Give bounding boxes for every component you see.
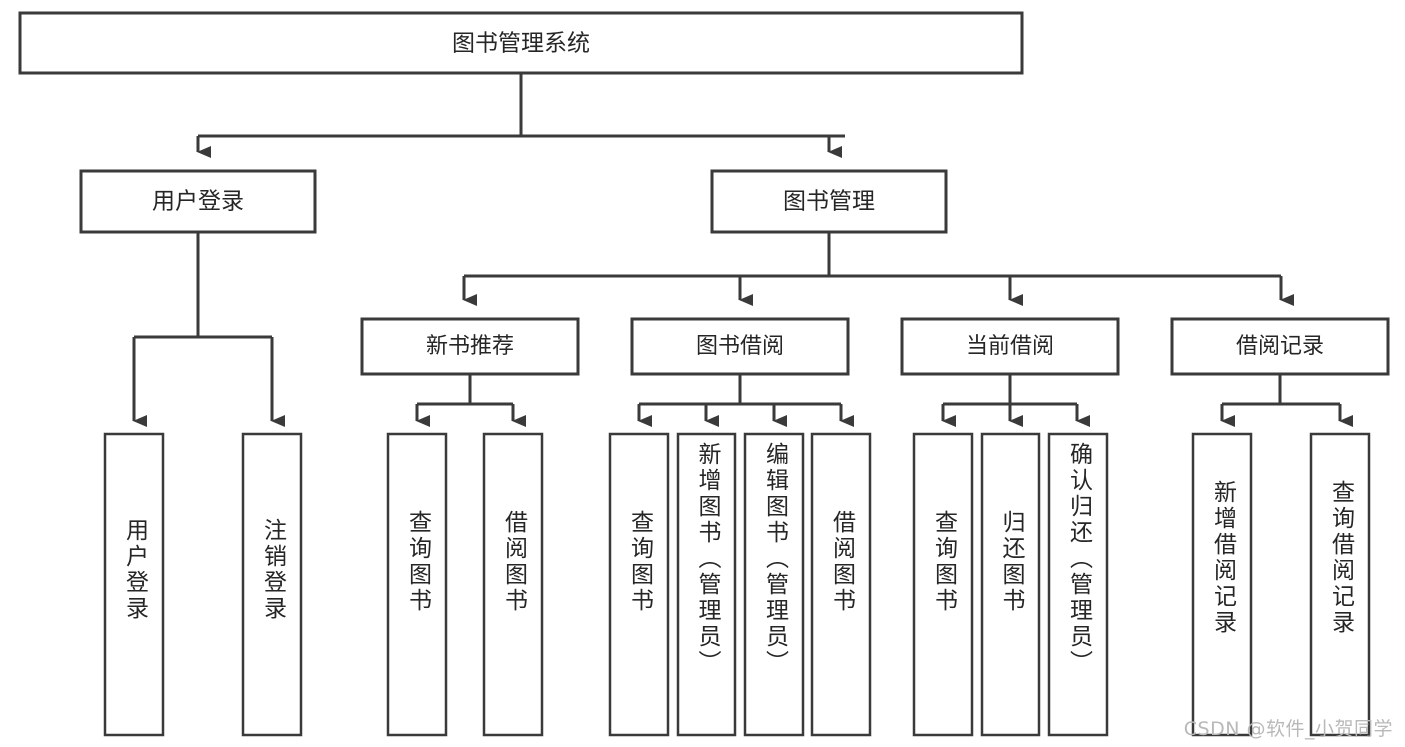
node-label-root: 图书管理系统 xyxy=(452,31,590,57)
connector-group xyxy=(132,74,1353,427)
node-label-current-borrow: 当前借阅 xyxy=(966,334,1054,359)
node-label-new-book-recommend: 新书推荐 xyxy=(426,334,514,359)
node-box-leaf-add-record[interactable] xyxy=(1191,432,1253,737)
node-box-leaf-query-book-2[interactable] xyxy=(608,432,670,737)
node-label-book-borrow: 图书借阅 xyxy=(696,334,784,359)
node-box-leaf-query-record[interactable] xyxy=(1309,432,1371,737)
node-box-leaf-add-book[interactable] xyxy=(676,432,737,737)
node-label-book-manage: 图书管理 xyxy=(783,189,875,215)
node-box-leaf-query-book-3[interactable] xyxy=(912,432,974,737)
node-label-user-login: 用户登录 xyxy=(152,189,244,215)
node-box-current-borrow[interactable] xyxy=(900,317,1120,376)
node-group: 图书管理系统 用户登录 图书管理 新书推荐 图书借阅 当前借阅 借阅记录 xyxy=(18,11,1390,737)
node-box-user-login[interactable] xyxy=(79,169,317,234)
node-box-leaf-user-login[interactable] xyxy=(103,432,165,737)
node-box-book-borrow[interactable] xyxy=(630,317,850,376)
node-box-leaf-return-book[interactable] xyxy=(980,432,1041,737)
node-box-book-manage[interactable] xyxy=(710,169,948,234)
node-box-leaf-query-book-1[interactable] xyxy=(386,432,448,737)
node-box-new-book-recommend[interactable] xyxy=(360,317,580,376)
node-box-leaf-user-logout[interactable] xyxy=(241,432,303,737)
node-box-leaf-confirm-return[interactable] xyxy=(1047,432,1109,737)
node-box-root[interactable] xyxy=(18,11,1024,75)
node-box-leaf-borrow-book-1[interactable] xyxy=(482,432,544,737)
node-label-borrow-record: 借阅记录 xyxy=(1236,334,1324,359)
csdn-watermark: CSDN @软件_小贺同学 xyxy=(1183,718,1393,740)
node-box-leaf-borrow-book-2[interactable] xyxy=(810,432,872,737)
node-box-borrow-record[interactable] xyxy=(1170,317,1390,376)
node-box-leaf-edit-book[interactable] xyxy=(743,432,805,737)
